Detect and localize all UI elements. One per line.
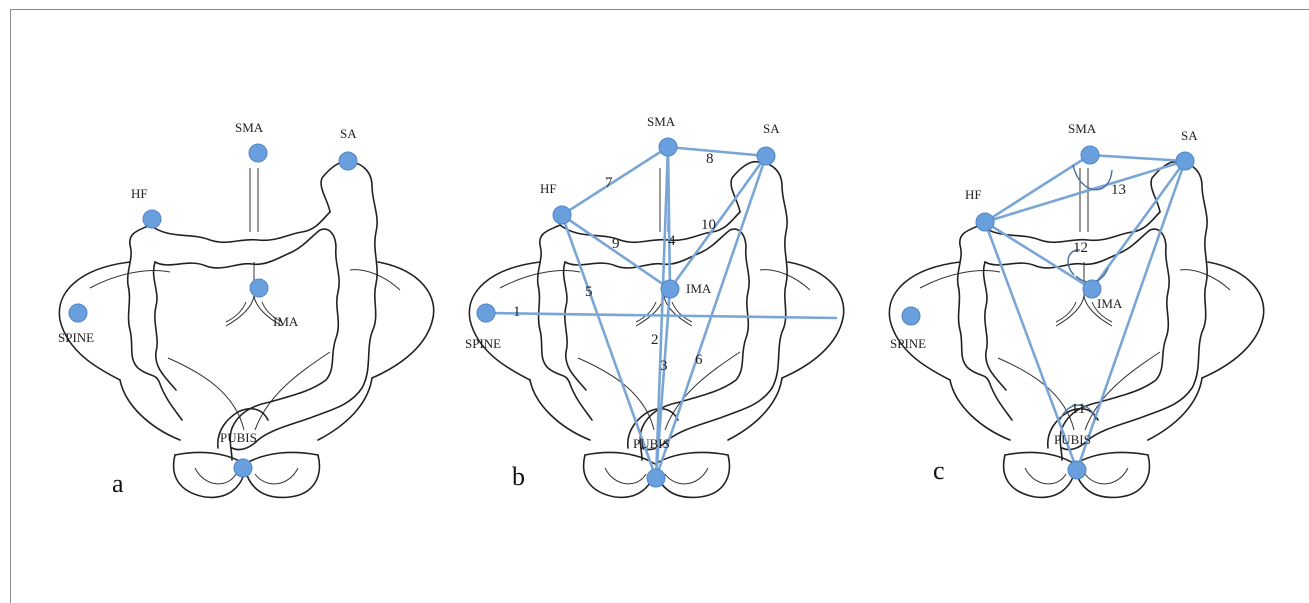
ima-label: IMA (1097, 296, 1123, 311)
panel-letter-a: a (112, 469, 124, 498)
measure-number-6: 6 (695, 352, 703, 368)
spine-landmark-dot (901, 306, 921, 326)
line-7 (560, 145, 670, 217)
sma-label: SMA (1068, 121, 1097, 136)
panel-b: SMA SA HF IMA SPINE PUBIS 1 2 3 4 5 6 7 … (465, 114, 845, 499)
spine-landmark-dot (476, 303, 496, 323)
measure-number-10: 10 (701, 217, 716, 233)
spine-landmark-dot (68, 303, 88, 323)
sma-label: SMA (647, 114, 676, 129)
line-sa-pubis (1075, 159, 1187, 472)
hf-landmark-dot (975, 212, 995, 232)
line-5 (560, 213, 658, 480)
measure-number-1: 1 (513, 304, 521, 320)
measure-number-13: 13 (1111, 182, 1126, 198)
ima-label: IMA (273, 314, 299, 329)
measure-number-3: 3 (660, 358, 668, 374)
figure-frame (10, 9, 1309, 603)
pubis-landmark-dot (646, 468, 666, 488)
pubis-landmark-dot (233, 458, 253, 478)
measure-number-12: 12 (1073, 240, 1088, 256)
line-hf-sma (983, 153, 1092, 224)
ima-landmark-dot (660, 279, 680, 299)
hf-label: HF (540, 181, 557, 196)
sa-landmark-dot (756, 146, 776, 166)
angle-arc-11 (1059, 404, 1097, 421)
sa-landmark-dot (338, 151, 358, 171)
hf-landmark-dot (552, 205, 572, 225)
sma-landmark-dot (1080, 145, 1100, 165)
hf-label: HF (131, 186, 148, 201)
measure-number-5: 5 (585, 284, 593, 300)
measurement-lines-b (484, 145, 838, 480)
ima-label: IMA (686, 281, 712, 296)
pubis-label: PUBIS (220, 430, 257, 445)
measure-number-2: 2 (651, 332, 659, 348)
pubis-landmark-dot (1067, 460, 1087, 480)
panel-a: SMA SA HF IMA SPINE PUBIS a (58, 120, 435, 499)
sma-landmark-dot (658, 137, 678, 157)
measure-number-11: 11 (1071, 401, 1085, 417)
line-sma-sa (1088, 153, 1187, 163)
spine-label: SPINE (890, 336, 926, 351)
panel-c: SMA SA HF IMA SPINE PUBIS 11 12 13 c (888, 121, 1265, 499)
line-9 (560, 213, 672, 291)
line-sa-ima (1090, 159, 1187, 291)
sa-label: SA (340, 126, 357, 141)
pubis-label: PUBIS (633, 436, 670, 451)
spine-label: SPINE (58, 330, 94, 345)
ima-landmark-dot (249, 278, 269, 298)
panel-letter-b: b (512, 462, 525, 491)
hf-label: HF (965, 187, 982, 202)
line-hf-sa (983, 159, 1187, 224)
ima-landmark-dot (1082, 279, 1102, 299)
sma-landmark-dot (248, 143, 268, 163)
sma-label: SMA (235, 120, 264, 135)
spine-label: SPINE (465, 336, 501, 351)
measure-number-4: 4 (668, 233, 676, 249)
line-3 (654, 145, 670, 480)
measure-number-8: 8 (706, 151, 714, 167)
line-10 (668, 154, 768, 291)
measure-number-9: 9 (612, 236, 620, 252)
sa-label: SA (763, 121, 780, 136)
line-hf-ima (983, 220, 1094, 291)
line-8 (666, 145, 768, 158)
measurement-lines-c (983, 153, 1187, 472)
hf-landmark-dot (142, 209, 162, 229)
line-hf-pubis (983, 220, 1079, 472)
pubis-label: PUBIS (1054, 432, 1091, 447)
line-4 (666, 145, 672, 291)
line-6 (654, 154, 768, 480)
panel-letter-c: c (933, 456, 945, 485)
measure-number-7: 7 (605, 175, 613, 191)
sa-landmark-dot (1175, 151, 1195, 171)
angle-arc-13 (1072, 164, 1113, 191)
sa-label: SA (1181, 128, 1198, 143)
